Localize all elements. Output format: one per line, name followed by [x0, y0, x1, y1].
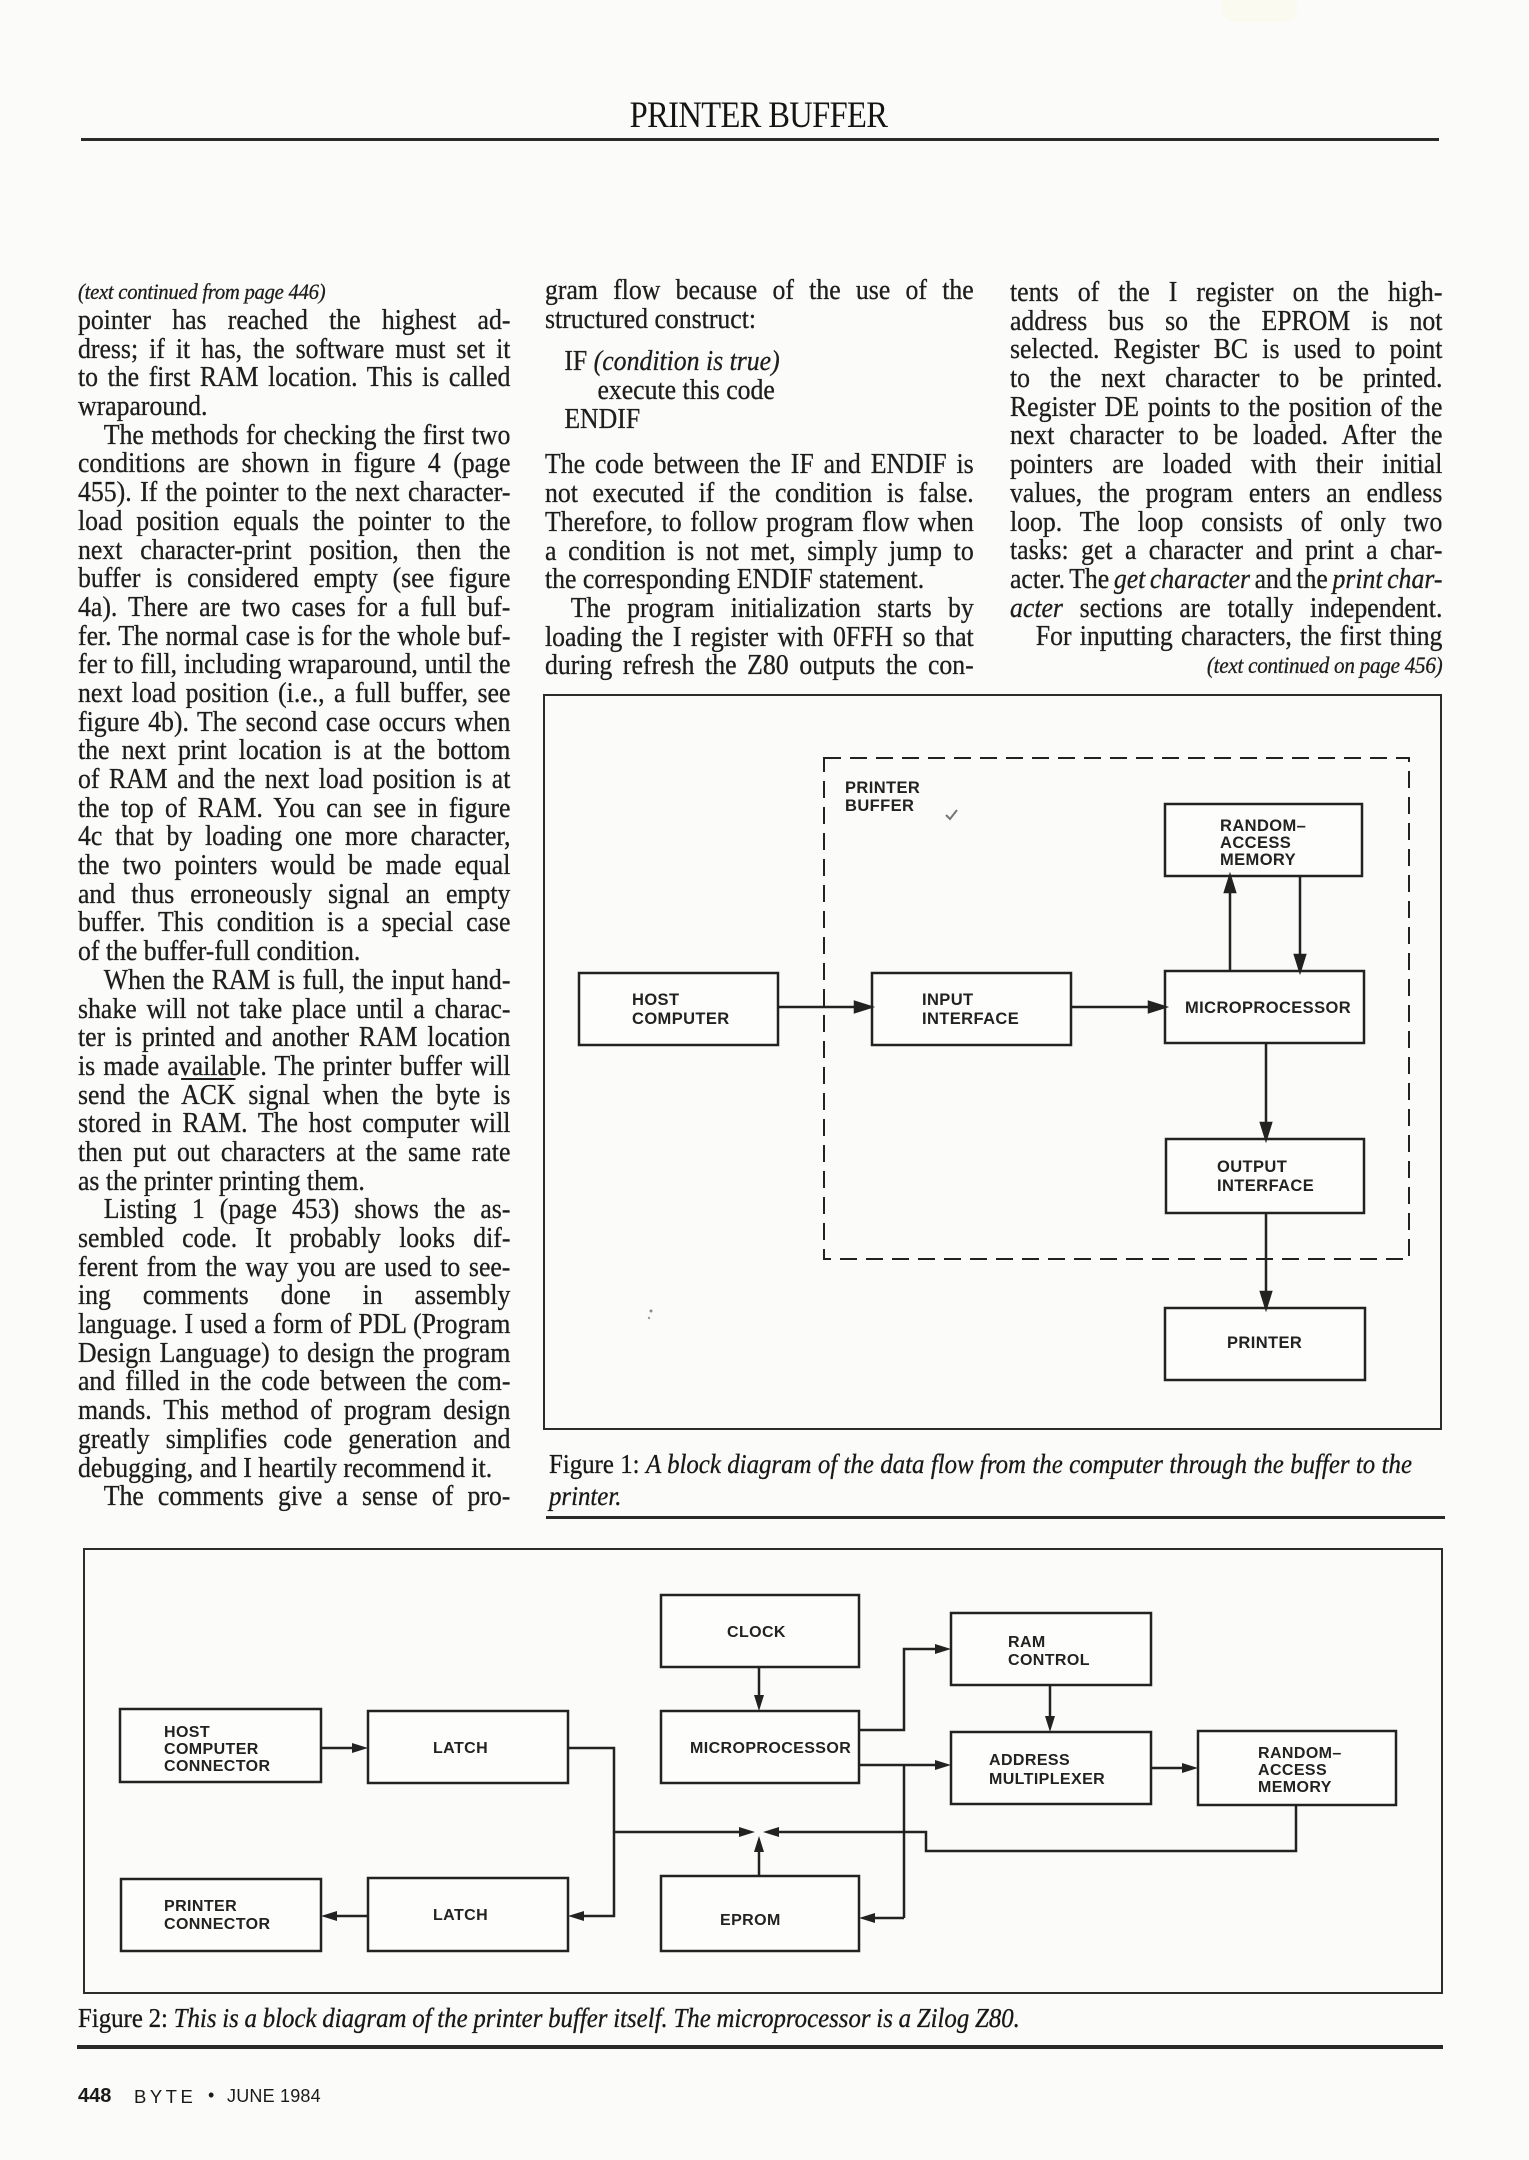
- svg-text:RAM: RAM: [1008, 1634, 1046, 1651]
- svg-text:CONNECTOR: CONNECTOR: [164, 1758, 270, 1775]
- svg-text:CLOCK: CLOCK: [727, 1624, 786, 1641]
- svg-text:INTERFACE: INTERFACE: [1217, 1177, 1314, 1195]
- svg-text:COMPUTER: COMPUTER: [632, 1010, 730, 1028]
- svg-text:PRINTER: PRINTER: [845, 779, 920, 797]
- svg-text:RANDOM–: RANDOM–: [1258, 1745, 1342, 1762]
- svg-text:ACCESS: ACCESS: [1258, 1762, 1327, 1779]
- svg-text:PRINTER: PRINTER: [164, 1898, 237, 1915]
- svg-text:HOST: HOST: [164, 1724, 210, 1741]
- svg-text:MICROPROCESSOR: MICROPROCESSOR: [1185, 999, 1351, 1017]
- svg-text:LATCH: LATCH: [433, 1740, 488, 1757]
- svg-text:COMPUTER: COMPUTER: [164, 1741, 259, 1758]
- svg-text:HOST: HOST: [632, 991, 679, 1009]
- svg-text:MULTIPLEXER: MULTIPLEXER: [989, 1771, 1105, 1788]
- svg-text:INPUT: INPUT: [922, 991, 974, 1009]
- svg-text:CONNECTOR: CONNECTOR: [164, 1916, 270, 1933]
- svg-text:ADDRESS: ADDRESS: [989, 1752, 1070, 1769]
- svg-text:MEMORY: MEMORY: [1258, 1779, 1332, 1796]
- svg-text:ACCESS: ACCESS: [1220, 834, 1291, 852]
- svg-text:EPROM: EPROM: [720, 1912, 781, 1929]
- svg-text:CONTROL: CONTROL: [1008, 1652, 1090, 1669]
- svg-text:PRINTER: PRINTER: [1227, 1334, 1302, 1352]
- svg-text:OUTPUT: OUTPUT: [1217, 1158, 1287, 1176]
- svg-text:INTERFACE: INTERFACE: [922, 1010, 1019, 1028]
- svg-text:RANDOM–: RANDOM–: [1220, 817, 1306, 835]
- svg-text:MICROPROCESSOR: MICROPROCESSOR: [690, 1740, 851, 1757]
- svg-text:BUFFER: BUFFER: [845, 797, 914, 815]
- svg-text:MEMORY: MEMORY: [1220, 851, 1296, 869]
- svg-text:LATCH: LATCH: [433, 1907, 488, 1924]
